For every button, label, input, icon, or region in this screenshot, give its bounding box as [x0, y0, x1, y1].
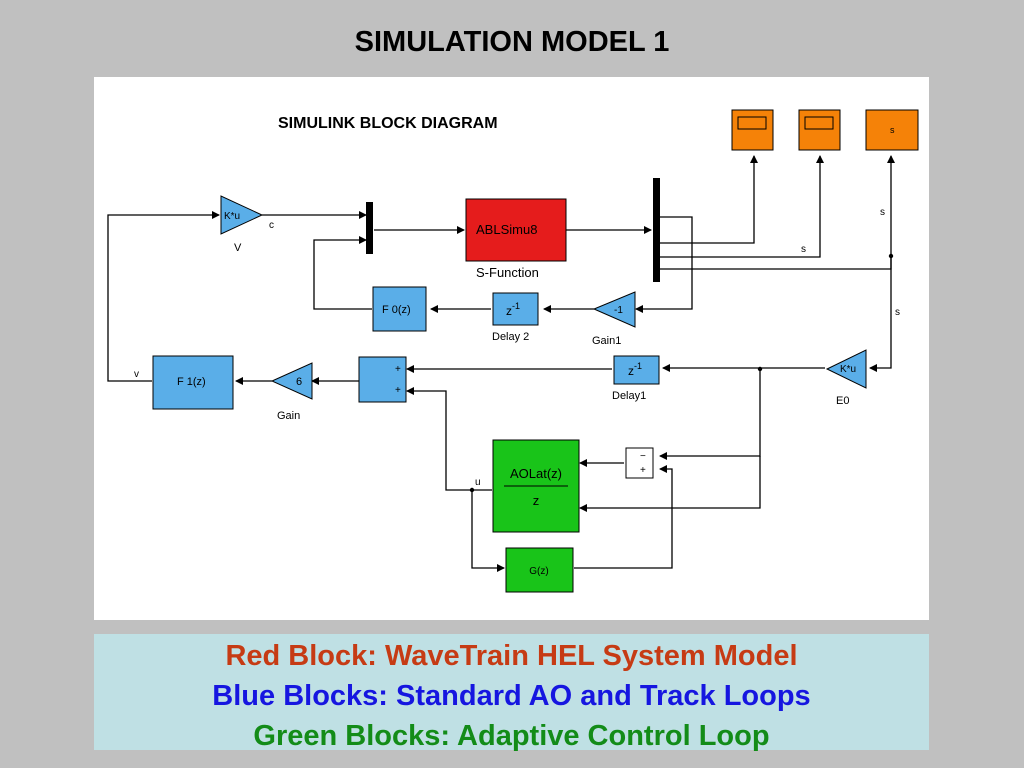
- gain-v-label: V: [234, 242, 242, 254]
- signal-label-s1: s: [880, 207, 885, 218]
- simulink-diagram: SIMULINK BLOCK DIAGRAM: [107, 109, 919, 593]
- svg-text:F 1(z): F 1(z): [177, 376, 206, 388]
- gain-e0-block[interactable]: K*u E0: [825, 349, 867, 407]
- svg-text:AOLat(z): AOLat(z): [510, 466, 562, 481]
- gain-e0-label: E0: [836, 395, 849, 407]
- svg-text:G(z): G(z): [529, 566, 548, 577]
- svg-text:z-1: z-1: [506, 301, 520, 318]
- delay1-block[interactable]: z-1 Delay1: [612, 355, 660, 402]
- caption-line-red: Red Block: WaveTrain HEL System Model: [225, 640, 798, 672]
- s-function-block[interactable]: ABLSimu8 S-Function: [465, 198, 567, 280]
- diagram-panel: SIMULINK BLOCK DIAGRAM: [94, 77, 929, 620]
- s-function-label: S-Function: [476, 265, 539, 280]
- svg-text:K*u: K*u: [224, 211, 240, 222]
- signal-label-s3: s: [895, 307, 900, 318]
- wire-junctions: [469, 253, 894, 493]
- delay2-label: Delay 2: [492, 331, 529, 343]
- signal-label-s2: s: [801, 244, 806, 255]
- caption-line-green: Green Blocks: Adaptive Control Loop: [253, 720, 770, 752]
- page-title: SIMULATION MODEL 1: [354, 26, 670, 58]
- delay1-label: Delay1: [612, 390, 646, 402]
- sum2-block[interactable]: − +: [625, 447, 654, 479]
- sum-block[interactable]: + +: [358, 356, 407, 403]
- svg-text:K*u: K*u: [840, 364, 856, 375]
- svg-text:-1: -1: [614, 305, 623, 316]
- signal-label-u: u: [475, 477, 481, 488]
- demux-block[interactable]: [653, 178, 660, 282]
- caption-line-blue: Blue Blocks: Standard AO and Track Loops: [212, 680, 811, 712]
- svg-text:+: +: [640, 465, 646, 476]
- f0-block[interactable]: F 0(z): [372, 286, 427, 332]
- aolat-block[interactable]: AOLat(z) z: [492, 439, 580, 533]
- svg-text:+: +: [395, 385, 401, 396]
- svg-text:z-1: z-1: [628, 361, 642, 378]
- gain1-block[interactable]: -1 Gain1: [592, 291, 636, 347]
- svg-text:ABLSimu8: ABLSimu8: [476, 222, 537, 237]
- signal-label-c: c: [269, 220, 274, 231]
- caption-box: Red Block: WaveTrain HEL System Model Bl…: [94, 634, 929, 752]
- diagram-heading: SIMULINK BLOCK DIAGRAM: [278, 115, 498, 132]
- scope-3[interactable]: s: [865, 109, 919, 151]
- gain-v-block[interactable]: K*u V: [220, 195, 264, 254]
- delay2-block[interactable]: z-1 Delay 2: [492, 292, 539, 343]
- f1-block[interactable]: F 1(z): [152, 355, 234, 410]
- gz-block[interactable]: G(z): [505, 547, 574, 593]
- scope-1[interactable]: [731, 109, 774, 151]
- mux-block[interactable]: [366, 202, 373, 254]
- signal-label-v: v: [134, 369, 139, 380]
- gain-label: Gain: [277, 410, 300, 422]
- svg-text:+: +: [395, 364, 401, 375]
- gain1-label: Gain1: [592, 335, 621, 347]
- signal-wires: [107, 155, 895, 572]
- gain-block[interactable]: 6 Gain: [270, 362, 313, 422]
- scope-2[interactable]: [798, 109, 841, 151]
- svg-text:F 0(z): F 0(z): [382, 304, 411, 316]
- svg-text:s: s: [890, 125, 895, 135]
- svg-text:6: 6: [296, 376, 302, 388]
- svg-text:z: z: [533, 493, 540, 508]
- svg-text:−: −: [640, 451, 646, 462]
